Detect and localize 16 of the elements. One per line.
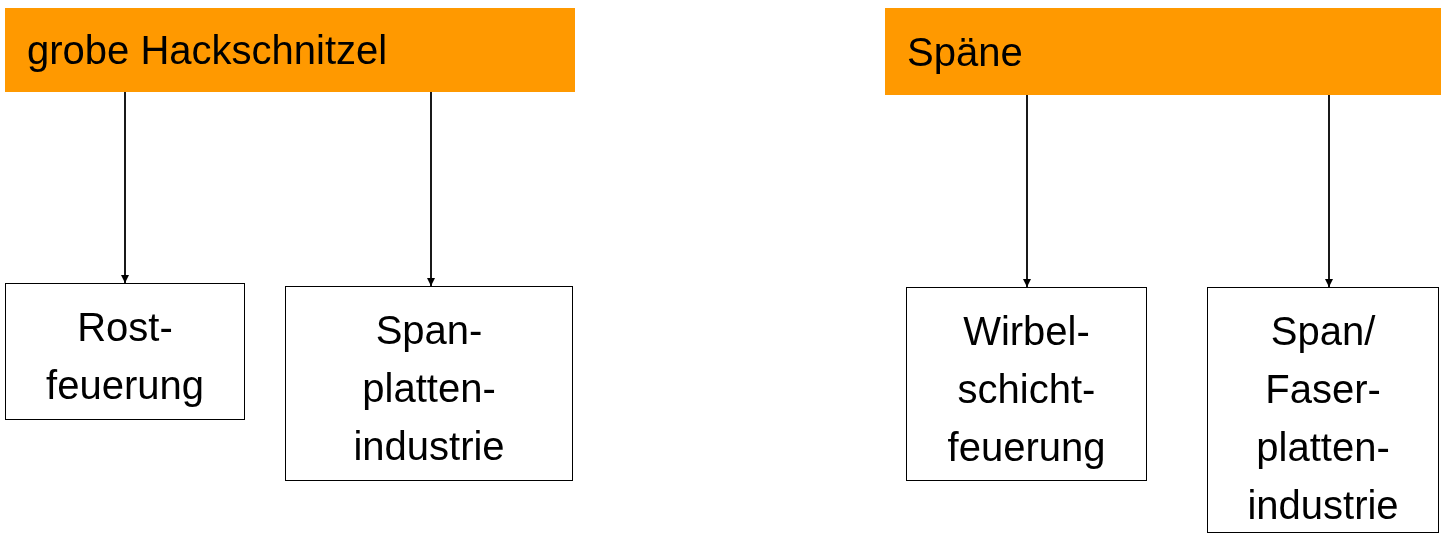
box-label: Rost- feuerung bbox=[45, 304, 205, 409]
process-box bbox=[906, 287, 1147, 481]
box-label: Span- platten- industrie bbox=[352, 307, 506, 470]
arrow bbox=[121, 91, 129, 284]
category-title: Späne bbox=[907, 28, 1023, 76]
category-title: grobe Hackschnitzel bbox=[27, 27, 388, 74]
arrow bbox=[1023, 94, 1031, 288]
category-banner bbox=[885, 8, 1441, 95]
arrow bbox=[427, 91, 435, 287]
box-label: Wirbel- schicht- feuerung bbox=[946, 308, 1107, 471]
process-box bbox=[5, 283, 245, 420]
category-banner bbox=[5, 8, 575, 92]
box-label: Span/ Faser- platten- industrie bbox=[1246, 308, 1400, 529]
arrow bbox=[1325, 94, 1333, 288]
process-box bbox=[285, 286, 573, 481]
process-box bbox=[1207, 287, 1439, 533]
